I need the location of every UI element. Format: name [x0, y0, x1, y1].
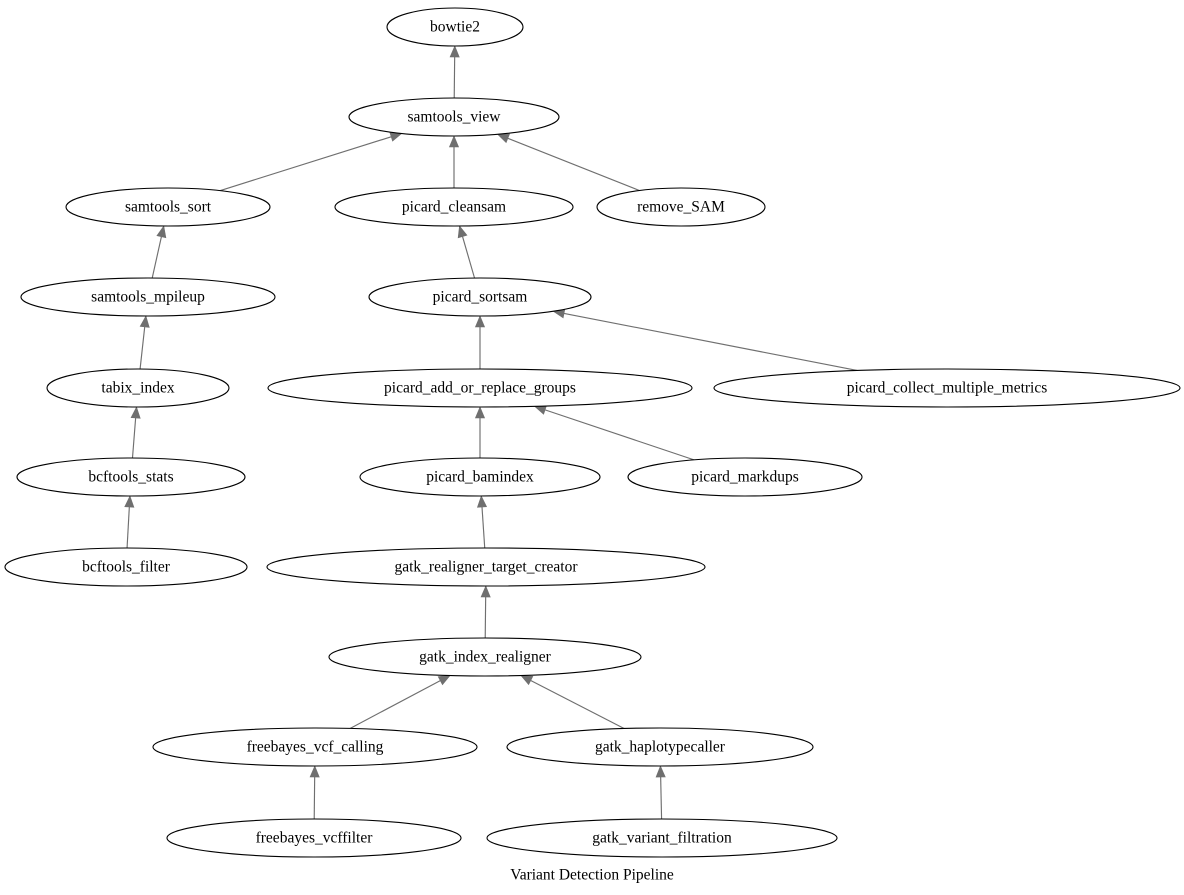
node-label-freebayes_vcffilter: freebayes_vcffilter — [256, 830, 374, 847]
node-samtools_view[interactable]: samtools_view — [348, 97, 560, 137]
edge-picard_collect_multiple_metrics-to-picard_sortsam — [563, 312, 858, 372]
node-shape-gatk_realigner_target_creator[interactable] — [266, 547, 706, 587]
node-gatk_realigner_target_creator[interactable]: gatk_realigner_target_creator — [266, 547, 706, 587]
node-gatk_variant_filtration[interactable]: gatk_variant_filtration — [486, 818, 838, 858]
edge-picard_sortsam-to-picard_cleansam — [461, 236, 476, 279]
edges-layer — [124, 45, 858, 820]
node-label-gatk_haplotypecaller: gatk_haplotypecaller — [595, 739, 726, 756]
node-label-gatk_index_realigner: gatk_index_realigner — [419, 649, 552, 666]
node-label-tabix_index: tabix_index — [101, 380, 174, 397]
node-label-bcftools_stats: bcftools_stats — [88, 469, 173, 486]
node-shape-picard_bamindex[interactable] — [359, 457, 601, 497]
arrowhead-picard_add_or_replace_groups-to-picard_sortsam — [474, 315, 486, 328]
arrowhead-picard_sortsam-to-picard_cleansam — [457, 225, 468, 239]
node-bcftools_stats[interactable]: bcftools_stats — [16, 457, 246, 497]
node-bowtie2[interactable]: bowtie2 — [386, 7, 524, 47]
arrowhead-samtools_mpileup-to-samtools_sort — [156, 225, 167, 239]
arrowhead-gatk_variant_filtration-to-gatk_haplotypecaller — [655, 765, 666, 778]
node-label-samtools_view: samtools_view — [408, 109, 502, 126]
node-shape-samtools_mpileup[interactable] — [20, 277, 276, 317]
node-label-picard_bamindex: picard_bamindex — [426, 469, 534, 486]
node-shape-picard_cleansam[interactable] — [334, 187, 574, 227]
node-shape-freebayes_vcffilter[interactable] — [166, 818, 462, 858]
node-gatk_index_realigner[interactable]: gatk_index_realigner — [328, 637, 642, 677]
node-shape-freebayes_vcf_calling[interactable] — [152, 727, 478, 767]
node-label-samtools_mpileup: samtools_mpileup — [91, 289, 205, 306]
node-shape-bcftools_filter[interactable] — [4, 547, 248, 587]
edge-picard_markdups-to-picard_add_or_replace_groups — [544, 409, 695, 461]
node-shape-picard_sortsam[interactable] — [368, 277, 592, 317]
node-picard_collect_multiple_metrics[interactable]: picard_collect_multiple_metrics — [713, 368, 1181, 408]
node-picard_add_or_replace_groups[interactable]: picard_add_or_replace_groups — [267, 368, 693, 408]
node-bcftools_filter[interactable]: bcftools_filter — [4, 547, 248, 587]
node-label-bcftools_filter: bcftools_filter — [82, 559, 171, 576]
graph-caption: Variant Detection Pipeline — [510, 867, 674, 884]
arrowhead-samtools_view-to-bowtie2 — [449, 45, 460, 58]
arrowhead-picard_bamindex-to-picard_add_or_replace_groups — [474, 406, 486, 419]
node-shape-bowtie2[interactable] — [386, 7, 524, 47]
edge-gatk_haplotypecaller-to-gatk_index_realigner — [530, 680, 625, 730]
edge-freebayes_vcf_calling-to-gatk_index_realigner — [349, 680, 441, 729]
node-freebayes_vcffilter[interactable]: freebayes_vcffilter — [166, 818, 462, 858]
node-label-picard_markdups: picard_markdups — [691, 469, 799, 486]
arrowhead-remove_SAM-to-samtools_view — [496, 133, 510, 144]
node-shape-picard_markdups[interactable] — [627, 457, 863, 497]
edge-samtools_mpileup-to-samtools_sort — [151, 236, 162, 279]
node-shape-gatk_haplotypecaller[interactable] — [506, 727, 814, 767]
node-gatk_haplotypecaller[interactable]: gatk_haplotypecaller — [506, 727, 814, 767]
arrowhead-gatk_haplotypecaller-to-gatk_index_realigner — [520, 675, 534, 686]
edge-remove_SAM-to-samtools_view — [507, 137, 640, 192]
arrowhead-freebayes_vcffilter-to-freebayes_vcf_calling — [309, 765, 320, 778]
edge-bcftools_filter-to-bcftools_stats — [126, 506, 130, 549]
node-label-remove_SAM: remove_SAM — [637, 199, 725, 216]
node-samtools_mpileup[interactable]: samtools_mpileup — [20, 277, 276, 317]
arrowhead-bcftools_stats-to-tabix_index — [130, 406, 141, 419]
edge-bcftools_stats-to-tabix_index — [131, 417, 137, 459]
node-label-picard_cleansam: picard_cleansam — [402, 199, 506, 216]
node-label-picard_sortsam: picard_sortsam — [433, 289, 528, 306]
node-shape-remove_SAM[interactable] — [596, 187, 766, 227]
arrowhead-freebayes_vcf_calling-to-gatk_index_realigner — [437, 675, 451, 686]
arrowhead-picard_cleansam-to-samtools_view — [448, 135, 460, 148]
node-shape-picard_collect_multiple_metrics[interactable] — [713, 368, 1181, 408]
node-label-picard_collect_multiple_metrics: picard_collect_multiple_metrics — [847, 380, 1048, 397]
node-picard_bamindex[interactable]: picard_bamindex — [359, 457, 601, 497]
node-shape-picard_add_or_replace_groups[interactable] — [267, 368, 693, 408]
arrowhead-gatk_realigner_target_creator-to-picard_bamindex — [476, 495, 488, 508]
node-label-bowtie2: bowtie2 — [430, 19, 480, 36]
node-picard_cleansam[interactable]: picard_cleansam — [334, 187, 574, 227]
node-shape-gatk_index_realigner[interactable] — [328, 637, 642, 677]
node-label-picard_add_or_replace_groups: picard_add_or_replace_groups — [384, 380, 576, 397]
edge-gatk_realigner_target_creator-to-picard_bamindex — [481, 506, 486, 549]
node-label-freebayes_vcf_calling: freebayes_vcf_calling — [247, 739, 384, 756]
arrowhead-bcftools_filter-to-bcftools_stats — [124, 495, 135, 508]
node-remove_SAM[interactable]: remove_SAM — [596, 187, 766, 227]
node-shape-samtools_sort[interactable] — [65, 187, 271, 227]
node-label-gatk_realigner_target_creator: gatk_realigner_target_creator — [394, 559, 578, 576]
node-label-gatk_variant_filtration: gatk_variant_filtration — [592, 830, 732, 847]
node-shape-gatk_variant_filtration[interactable] — [486, 818, 838, 858]
edge-gatk_variant_filtration-to-gatk_haplotypecaller — [660, 776, 663, 820]
node-samtools_sort[interactable]: samtools_sort — [65, 187, 271, 227]
edge-tabix_index-to-samtools_mpileup — [139, 326, 146, 370]
node-picard_markdups[interactable]: picard_markdups — [627, 457, 863, 497]
node-tabix_index[interactable]: tabix_index — [46, 368, 230, 408]
node-freebayes_vcf_calling[interactable]: freebayes_vcf_calling — [152, 727, 478, 767]
node-shape-bcftools_stats[interactable] — [16, 457, 246, 497]
nodes-layer: bowtie2 samtools_view samtools_sort picard_… — [4, 7, 1181, 858]
node-picard_sortsam[interactable]: picard_sortsam — [368, 277, 592, 317]
arrowhead-gatk_index_realigner-to-gatk_realigner_target_creator — [480, 585, 491, 598]
node-shape-tabix_index[interactable] — [46, 368, 230, 408]
edge-samtools_sort-to-samtools_view — [219, 136, 392, 192]
node-shape-samtools_view[interactable] — [348, 97, 560, 137]
node-label-samtools_sort: samtools_sort — [125, 199, 212, 216]
arrowhead-tabix_index-to-samtools_mpileup — [139, 315, 150, 328]
